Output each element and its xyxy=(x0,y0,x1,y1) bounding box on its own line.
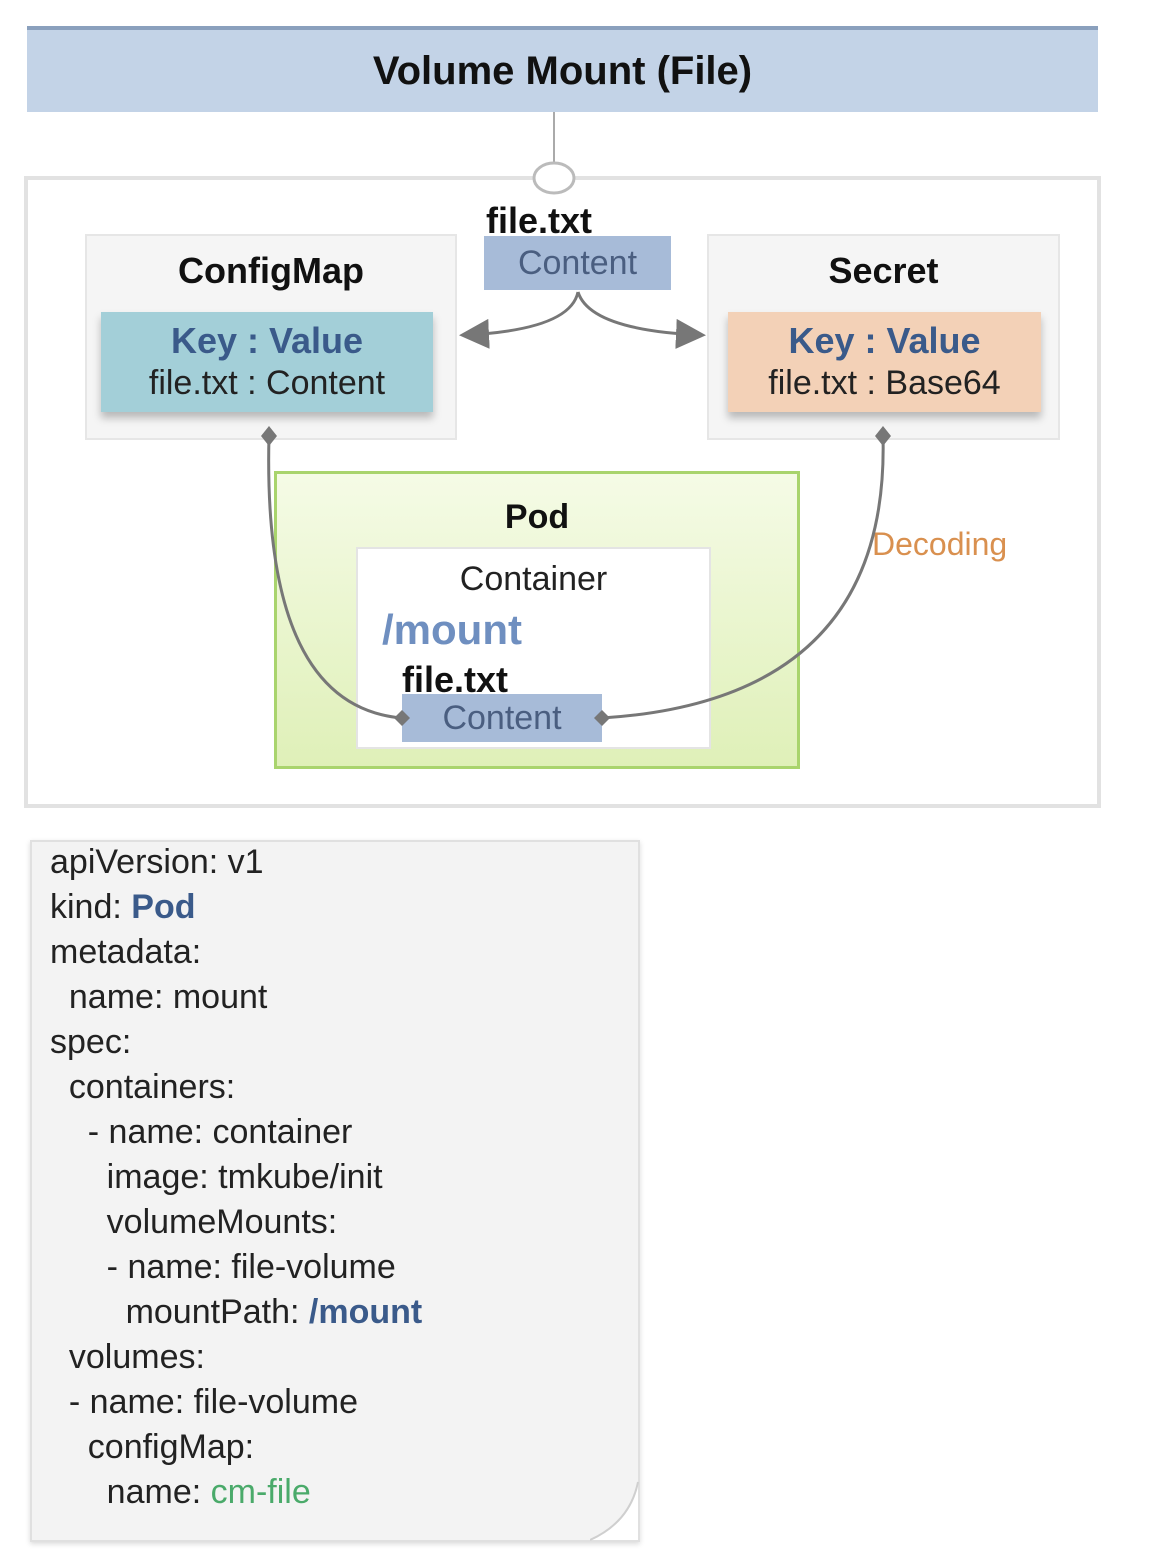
yaml-line: mountPath: /mount xyxy=(50,1292,423,1332)
configmap-title: ConfigMap xyxy=(178,250,364,291)
source-file-name: file.txt xyxy=(486,200,593,241)
configmap-kv-box: Key : Value file.txt : Content xyxy=(101,312,433,412)
yaml-line: spec: xyxy=(50,1023,132,1061)
yaml-line: kind: Pod xyxy=(50,887,195,927)
arrow-to-configmap xyxy=(459,291,580,349)
container-label: Container xyxy=(459,560,608,598)
yaml-mountpath-value: /mount xyxy=(308,1293,423,1331)
yaml-configmap-name-value: cm-file xyxy=(210,1473,311,1511)
configmap-line-end-diamond xyxy=(394,710,410,726)
mounted-file-content: Content xyxy=(402,694,602,742)
secret-line-start-diamond xyxy=(875,426,891,446)
yaml-key: name: xyxy=(50,1473,211,1511)
page-title: Volume Mount (File) xyxy=(27,26,1098,112)
configmap-kv-row: file.txt : Content xyxy=(148,364,386,402)
secret-kv-row: file.txt : Base64 xyxy=(768,364,1001,402)
mount-path: /mount xyxy=(382,606,522,653)
secret-panel: Secret Key : Value file.txt : Base64 xyxy=(707,234,1060,440)
yaml-key: kind: xyxy=(50,888,132,926)
mounted-file-name: file.txt xyxy=(402,659,509,700)
yaml-line: containers: xyxy=(50,1068,236,1106)
yaml-line: name: mount xyxy=(50,978,268,1016)
yaml-line: volumes: xyxy=(50,1338,205,1376)
configmap-kv-header: Key : Value xyxy=(170,320,364,361)
configmap-panel: ConfigMap Key : Value file.txt : Content xyxy=(85,234,457,440)
page-curl-icon xyxy=(590,1481,639,1541)
yaml-line: configMap: xyxy=(50,1428,255,1466)
yaml-line: metadata: xyxy=(50,933,202,971)
secret-to-mount-line xyxy=(601,435,885,720)
yaml-line: - name: file-volume xyxy=(50,1248,396,1286)
yaml-line: - name: file-volume xyxy=(50,1383,358,1421)
yaml-line: image: tmkube/init xyxy=(50,1158,383,1196)
configmap-line-start-diamond xyxy=(261,426,277,446)
source-file-content: Content xyxy=(484,236,671,290)
secret-title: Secret xyxy=(828,250,939,291)
yaml-line: - name: container xyxy=(50,1113,353,1151)
yaml-line: apiVersion: v1 xyxy=(50,843,264,881)
secret-line-end-diamond xyxy=(594,710,610,726)
yaml-line: name: cm-file xyxy=(50,1472,311,1512)
configmap-to-mount-line xyxy=(267,435,403,720)
secret-kv-box: Key : Value file.txt : Base64 xyxy=(728,312,1041,412)
yaml-kind-value: Pod xyxy=(131,888,196,926)
yaml-key: mountPath: xyxy=(50,1293,309,1331)
connector-circle xyxy=(532,161,576,195)
yaml-line: volumeMounts: xyxy=(50,1203,338,1241)
decoding-label: Decoding xyxy=(872,526,1008,562)
arrow-to-secret xyxy=(576,291,706,349)
pod-title: Pod xyxy=(504,498,570,536)
yaml-code-card: apiVersion: v1 kind: Pod metadata: name:… xyxy=(30,840,640,1542)
secret-kv-header: Key : Value xyxy=(788,320,981,361)
